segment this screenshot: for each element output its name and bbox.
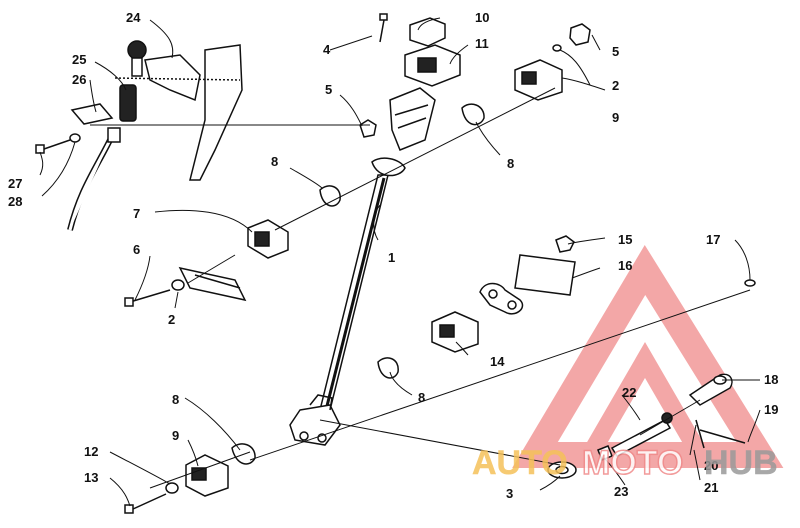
callout-8: 8 <box>271 154 278 169</box>
bushing-upper-right <box>461 103 485 126</box>
leader-lines <box>39 17 761 507</box>
callout-9: 9 <box>612 110 619 125</box>
callout-23: 23 <box>614 484 628 499</box>
callout-9: 9 <box>172 428 179 443</box>
callout-5: 5 <box>612 44 619 59</box>
watermark-auto: AUTO <box>472 444 568 482</box>
watermark-logo <box>512 244 784 468</box>
lower-right-block <box>431 311 479 353</box>
top-bolt <box>359 13 388 138</box>
callout-11: 11 <box>475 36 489 51</box>
callout-5: 5 <box>325 82 332 97</box>
callout-19: 19 <box>764 402 778 417</box>
screw-27 <box>35 133 81 154</box>
pitman-arm <box>479 282 524 315</box>
callout-8: 8 <box>418 390 425 405</box>
callout-21: 21 <box>704 480 718 495</box>
callout-8: 8 <box>172 392 179 407</box>
callout-labels: 1 2 2 3 4 5 5 6 7 8 8 8 8 9 9 10 11 12 1… <box>8 10 778 501</box>
tie-rod-assembly <box>547 279 756 479</box>
callout-14: 14 <box>490 354 505 369</box>
callout-2: 2 <box>612 78 619 93</box>
callout-6: 6 <box>133 242 140 257</box>
callout-17: 17 <box>706 232 720 247</box>
callout-10: 10 <box>475 10 489 25</box>
upper-right-block <box>514 23 591 101</box>
bushing-lower-middle <box>377 357 399 379</box>
upper-pivot-blocks <box>404 17 461 87</box>
callout-22: 22 <box>622 385 636 400</box>
axis-lines <box>90 87 751 489</box>
callout-18: 18 <box>764 372 778 387</box>
callout-28: 28 <box>8 194 22 209</box>
callout-13: 13 <box>84 470 98 485</box>
callout-24: 24 <box>126 10 141 25</box>
callout-2: 2 <box>168 312 175 327</box>
callout-25: 25 <box>72 52 86 67</box>
callout-4: 4 <box>323 42 331 57</box>
gauge-assembly <box>67 40 243 231</box>
callout-26: 26 <box>72 72 86 87</box>
callout-27: 27 <box>8 176 22 191</box>
lower-left-parts <box>124 443 256 514</box>
steering-post <box>289 87 436 446</box>
watermark-moto: MOTO <box>582 444 683 482</box>
callout-1: 1 <box>388 250 395 265</box>
left-middle-parts <box>247 185 341 259</box>
callout-15: 15 <box>618 232 632 247</box>
callout-7: 7 <box>133 206 140 221</box>
callout-8: 8 <box>507 156 514 171</box>
watermark-text: AUTO MOTO HUB <box>472 443 778 483</box>
plate-16 <box>514 235 576 296</box>
callout-12: 12 <box>84 444 98 459</box>
left-bolt-bracket <box>124 266 247 307</box>
callout-3: 3 <box>506 486 513 501</box>
callout-16: 16 <box>618 258 632 273</box>
watermark-hub: HUB <box>704 444 778 482</box>
callout-20: 20 <box>704 458 718 473</box>
